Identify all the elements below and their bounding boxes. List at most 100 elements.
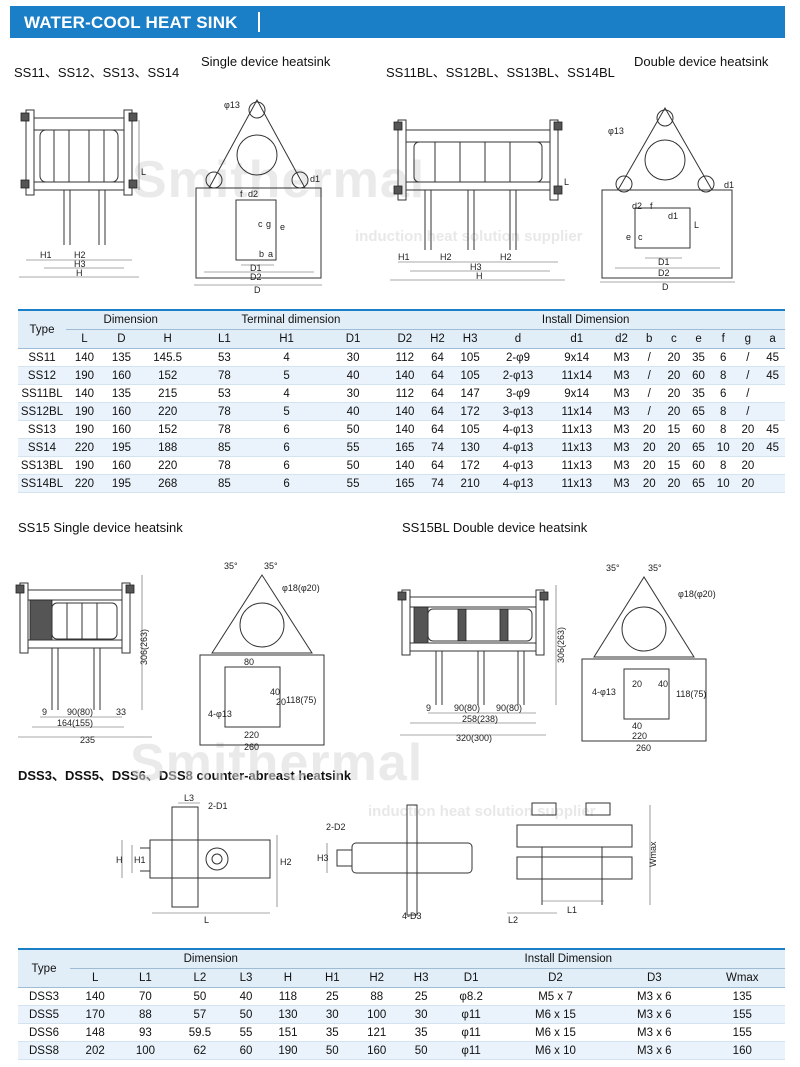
header-divider [258, 12, 260, 32]
table-cell: 195 [102, 438, 140, 457]
label-h3: H3 [74, 259, 86, 269]
table-cell: 135 [102, 384, 140, 403]
watermark-tagline-1: induction heat solution supplier [355, 228, 583, 245]
table1-col-header: a [760, 329, 785, 349]
table-cell: M6 x 10 [501, 1041, 610, 1060]
table-cell: 195 [102, 474, 140, 493]
table-cell: 78 [195, 456, 254, 475]
table-cell: 165 [386, 474, 424, 493]
table-cell: 55 [319, 474, 387, 493]
table-cell: 30 [319, 384, 387, 403]
label-cap-d2: D2 [250, 272, 262, 282]
label-dss-l: L [204, 915, 209, 925]
table-cell: 215 [139, 384, 196, 403]
table-cell: 140 [386, 420, 424, 439]
table-cell: 140 [70, 987, 121, 1006]
table-cell: 10 [710, 438, 736, 457]
label-g: g [266, 219, 271, 229]
table-cell: 60 [686, 366, 711, 385]
table1-col-header: b [636, 329, 662, 349]
table1-col-header: H3 [451, 329, 489, 349]
dss-counter-drawing: L3 2-D1 H H1 H2 L 2-D2 H3 4-D3 L2 L1 Wma… [116, 793, 658, 925]
section1-right-models: SS11BL、SS12BL、SS13BL、SS14BL [386, 65, 615, 80]
section1-left-desc: Single device heatsink [201, 54, 331, 69]
table-cell: 57 [170, 1005, 230, 1024]
table-cell: 40 [319, 402, 387, 421]
table-cell: M6 x 15 [501, 1005, 610, 1024]
table1-col-header: D2 [386, 329, 424, 349]
label-cap-d1-b: D1 [658, 257, 670, 267]
table-cell: 10 [710, 474, 736, 493]
table2-col-header: Wmax [699, 968, 785, 988]
table-cell: 220 [139, 456, 196, 475]
table-cell: 64 [423, 420, 452, 439]
table-cell: / [735, 348, 761, 367]
label-cap-d-b: D [662, 282, 669, 292]
table-cell: 25 [313, 987, 352, 1006]
table2-col-header: L2 [170, 968, 230, 988]
ss15-single-drawing: 9 90(80) 33 164(155) 235 306(263) 35° 35… [15, 561, 325, 752]
table-cell: 140 [386, 402, 424, 421]
table-cell: 6 [253, 456, 320, 475]
table-cell-type: SS13 [18, 420, 66, 439]
label-dss-l1: L1 [567, 905, 577, 915]
label-118: 118(75) [286, 695, 316, 705]
label-h2: H2 [74, 250, 86, 260]
section1-left-models: SS11、SS12、SS13、SS14 [14, 65, 180, 80]
table-cell: 6 [253, 420, 320, 439]
table-cell-type: SS14BL [18, 474, 66, 493]
table-cell: 8 [710, 420, 736, 439]
table-cell: 20 [735, 438, 761, 457]
table-cell: 93 [120, 1023, 171, 1042]
table-cell: 64 [423, 456, 452, 475]
table-cell: M3 x 6 [609, 1023, 700, 1042]
label-phi13: φ13 [224, 100, 240, 110]
table1-col-header: e [686, 329, 711, 349]
table-cell-type: SS11BL [18, 384, 66, 403]
table-cell: 202 [70, 1041, 121, 1060]
table-cell: 220 [66, 438, 103, 457]
page-header: WATER-COOL HEAT SINK [10, 6, 785, 38]
table-cell: 25 [401, 987, 441, 1006]
table-cell: 50 [319, 456, 387, 475]
table-cell: φ8.2 [440, 987, 502, 1006]
table-cell: 105 [451, 366, 489, 385]
table-cell: 70 [120, 987, 171, 1006]
section2-right-title: SS15BL Double device heatsink [402, 520, 588, 535]
label-33: 33 [116, 707, 126, 717]
ss15bl-double-drawing: 9 90(80) 90(80) 258(238) 320(300) 306(26… [397, 563, 716, 753]
label-20-b: 20 [632, 679, 642, 689]
table-cell: 64 [423, 402, 452, 421]
table-cell: 3-φ13 [488, 402, 548, 421]
label-cap-d2-b: D2 [658, 268, 670, 278]
table-cell: 20 [661, 348, 687, 367]
label-b: b [259, 249, 264, 259]
table-cell: 11x14 [547, 366, 607, 385]
table-cell: 53 [195, 384, 254, 403]
table2-col-header: D2 [501, 968, 610, 988]
heatsink-front-drawing: H1 H2 H3 H L φ13 d1 f d2 c g e b a D1 D2… [19, 98, 322, 295]
label-l1-b: L [694, 220, 699, 230]
label-h: H [76, 268, 83, 278]
table-cell: M3 [606, 366, 637, 385]
label-l: L [141, 167, 146, 177]
label-f-b: f [650, 201, 653, 211]
label-306: 306(263) [139, 629, 149, 665]
table-cell: 59.5 [170, 1023, 230, 1042]
table-cell: 88 [120, 1005, 171, 1024]
table-cell: 6 [253, 438, 320, 457]
label-258: 258(238) [462, 714, 498, 724]
table-cell [760, 402, 785, 421]
table-cell: 160 [351, 1041, 402, 1060]
spec-table-1: Type Dimension Terminal dimension Instal… [18, 309, 785, 493]
table-cell: 152 [139, 420, 196, 439]
table-cell: 62 [170, 1041, 230, 1060]
table-cell: 190 [66, 366, 103, 385]
table-cell: 78 [195, 402, 254, 421]
table-cell: 35 [686, 384, 711, 403]
table-cell: M3 [606, 474, 637, 493]
table-cell: 170 [70, 1005, 121, 1024]
table-cell: 151 [262, 1023, 314, 1042]
